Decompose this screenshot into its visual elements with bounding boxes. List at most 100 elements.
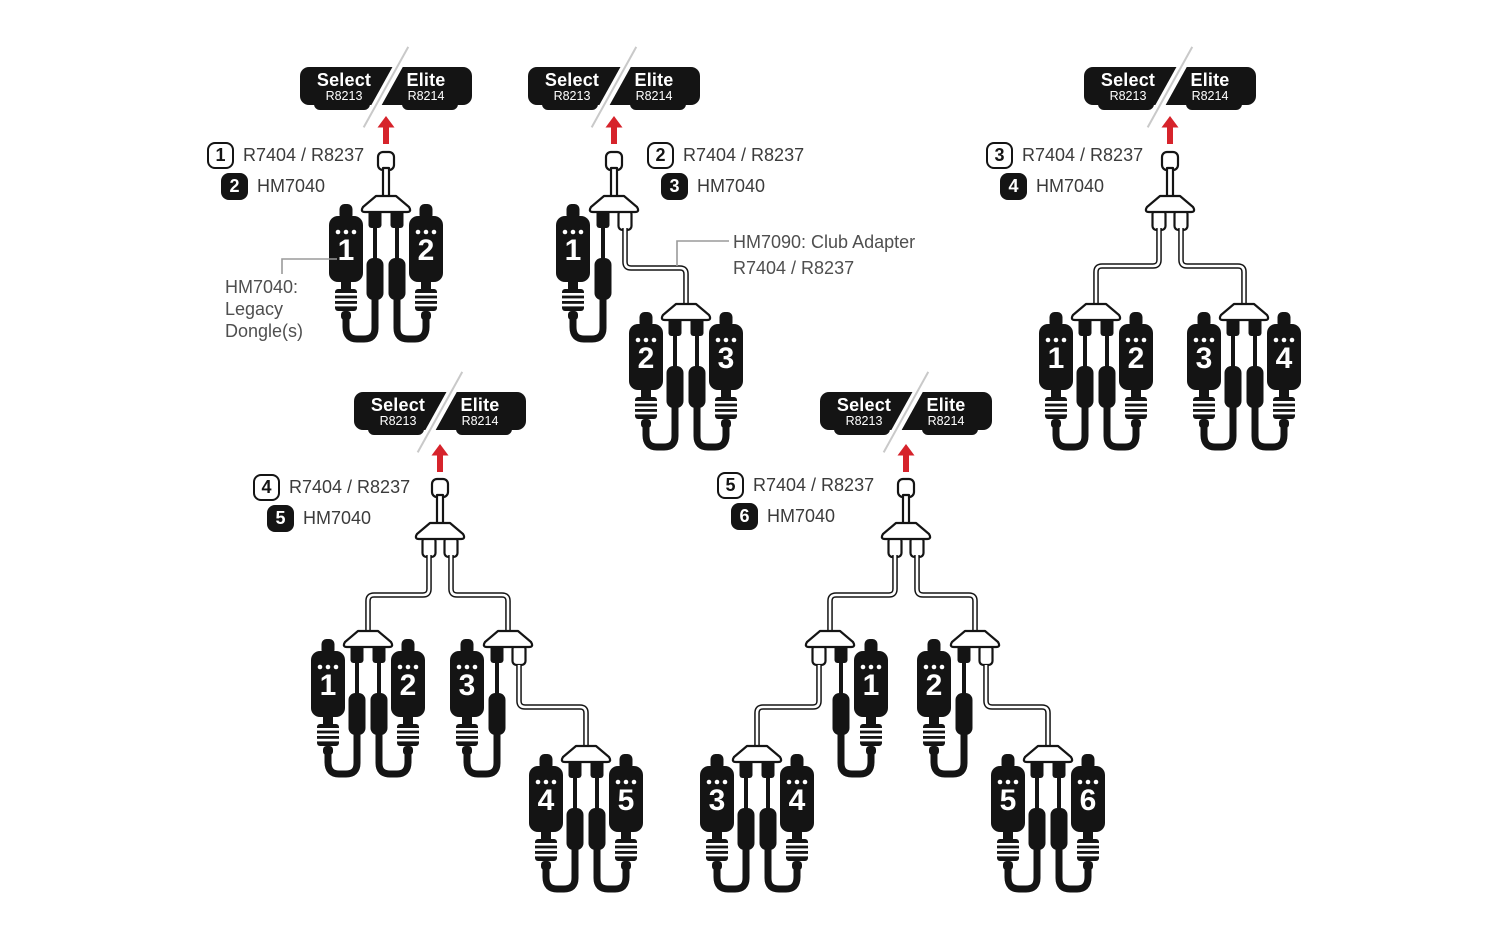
adapter-cable bbox=[1179, 228, 1246, 304]
adapter-cable bbox=[828, 555, 897, 631]
up-arrow-icon bbox=[431, 444, 449, 472]
badge-tab bbox=[630, 103, 686, 110]
badge-left-text: Select R8213 bbox=[299, 71, 389, 103]
badge-left-text: Select R8213 bbox=[819, 396, 909, 428]
badge-right-text: Elite R8214 bbox=[381, 71, 471, 103]
badge-right-text: Elite R8214 bbox=[609, 71, 699, 103]
receiver-plug-icon bbox=[1160, 150, 1180, 202]
setup-5-diagram: 1 2 3 4 5 6 bbox=[700, 444, 1105, 889]
adapter-cable bbox=[366, 555, 431, 631]
club-adapter-note: HM7090: Club Adapter R7404 / R8237 bbox=[733, 229, 915, 281]
badge-left-title: Select bbox=[370, 395, 426, 415]
badge-left-text: Select R8213 bbox=[1083, 71, 1173, 103]
badge-right-title: Elite bbox=[926, 395, 966, 415]
legend-label: HM7040 bbox=[303, 508, 372, 528]
legend-number-badge: 5 bbox=[717, 472, 744, 499]
badge-tab bbox=[542, 103, 598, 110]
legend-label: HM7040 bbox=[1036, 176, 1105, 196]
legend-number-badge: 4 bbox=[253, 474, 280, 501]
dongle-number: 3 bbox=[459, 669, 476, 702]
dongle-number: 4 bbox=[789, 784, 806, 817]
badge-left-title: Select bbox=[316, 70, 372, 90]
dongle-number: 2 bbox=[1128, 342, 1145, 375]
dongle-number: 4 bbox=[538, 784, 555, 817]
single-dongle-icon bbox=[556, 204, 612, 339]
legend-number-badge: 3 bbox=[986, 142, 1013, 169]
legend-number-badge: 5 bbox=[267, 505, 294, 532]
legend-label: HM7040 bbox=[257, 176, 326, 196]
badge-left-model: R8213 bbox=[1109, 89, 1147, 103]
legend-number-badge: 2 bbox=[647, 142, 674, 169]
receiver-badge: Select R8213 Elite R8214 bbox=[1083, 46, 1256, 128]
adapter-cable bbox=[984, 665, 1050, 746]
leader-line bbox=[281, 258, 337, 274]
note-line: HM7040: bbox=[225, 277, 299, 297]
note-line: HM7090: Club Adapter bbox=[733, 232, 916, 252]
dongle-number: 5 bbox=[618, 784, 635, 817]
legend-row: 2 R7404 / R8237 bbox=[647, 142, 804, 169]
badge-right-text: Elite R8214 bbox=[901, 396, 991, 428]
badge-right-model: R8214 bbox=[1191, 89, 1229, 103]
adapter-cable bbox=[516, 665, 589, 746]
legend-number-badge: 6 bbox=[731, 503, 758, 530]
legend-label: R7404 / R8237 bbox=[753, 475, 875, 495]
dongle-pair-icon bbox=[629, 304, 743, 447]
badge-left-text: Select R8213 bbox=[527, 71, 617, 103]
single-dongle-icon bbox=[917, 639, 973, 774]
badge-right-title: Elite bbox=[460, 395, 500, 415]
adapter-cable bbox=[755, 665, 821, 746]
badge-right-title: Elite bbox=[1190, 70, 1230, 90]
badge-right-text: Elite R8214 bbox=[435, 396, 525, 428]
badge-tab bbox=[368, 428, 424, 435]
legend-number-badge: 3 bbox=[661, 173, 688, 200]
note-line: R7404 / R8237 bbox=[733, 258, 855, 278]
legend-number-badge: 4 bbox=[1000, 173, 1027, 200]
dongle-number: 6 bbox=[1080, 784, 1097, 817]
legend-label: R7404 / R8237 bbox=[289, 477, 411, 497]
badge-tab bbox=[314, 103, 370, 110]
dongle-number: 4 bbox=[1276, 342, 1293, 375]
setup-4-diagram: 1 2 3 4 5 bbox=[311, 444, 643, 889]
dongle-number: 1 bbox=[565, 234, 582, 267]
adapter-cable bbox=[983, 665, 1051, 746]
dongle-number: 1 bbox=[320, 669, 337, 702]
up-arrow-icon bbox=[605, 116, 623, 144]
dongle-number: 2 bbox=[638, 342, 655, 375]
badge-right-title: Elite bbox=[406, 70, 446, 90]
legend-row: 2 HM7040 bbox=[221, 173, 325, 200]
y-splitter-icon bbox=[414, 521, 466, 541]
legend-row: 6 HM7040 bbox=[731, 503, 835, 530]
single-dongle-icon bbox=[450, 639, 506, 774]
badge-right-title: Elite bbox=[634, 70, 674, 90]
club-adapter-cable bbox=[623, 228, 688, 304]
leader-line bbox=[676, 240, 729, 266]
receiver-badge: Select R8213 Elite R8214 bbox=[354, 371, 526, 453]
badge-right-model: R8214 bbox=[461, 414, 499, 428]
badge-left-model: R8213 bbox=[553, 89, 591, 103]
note-line: Dongle(s) bbox=[225, 321, 304, 341]
adapter-cable bbox=[754, 665, 822, 746]
badge-tab bbox=[922, 428, 978, 435]
note-line: Legacy bbox=[225, 299, 284, 319]
legend-number-badge: 1 bbox=[207, 142, 234, 169]
adapter-cable bbox=[517, 665, 588, 746]
dongle-number: 3 bbox=[718, 342, 735, 375]
receiver-plug-icon bbox=[376, 150, 396, 202]
legend-number-badge: 2 bbox=[221, 173, 248, 200]
y-splitter-icon bbox=[482, 629, 534, 649]
receiver-badge: Select R8213 Elite R8214 bbox=[299, 46, 472, 128]
dongle-pair-icon bbox=[1187, 304, 1301, 447]
legend-label: HM7040 bbox=[767, 506, 836, 526]
up-arrow-icon bbox=[1161, 116, 1179, 144]
legend-label: HM7040 bbox=[697, 176, 766, 196]
dongle-number: 1 bbox=[1048, 342, 1065, 375]
dongle-number: 2 bbox=[400, 669, 417, 702]
dongle-number: 1 bbox=[338, 234, 355, 267]
legend-row: 3 R7404 / R8237 bbox=[986, 142, 1143, 169]
adapter-cable bbox=[365, 555, 432, 631]
setup-1-diagram: 1 2 bbox=[281, 116, 443, 339]
badge-left-title: Select bbox=[1100, 70, 1156, 90]
dongle-number: 5 bbox=[1000, 784, 1017, 817]
